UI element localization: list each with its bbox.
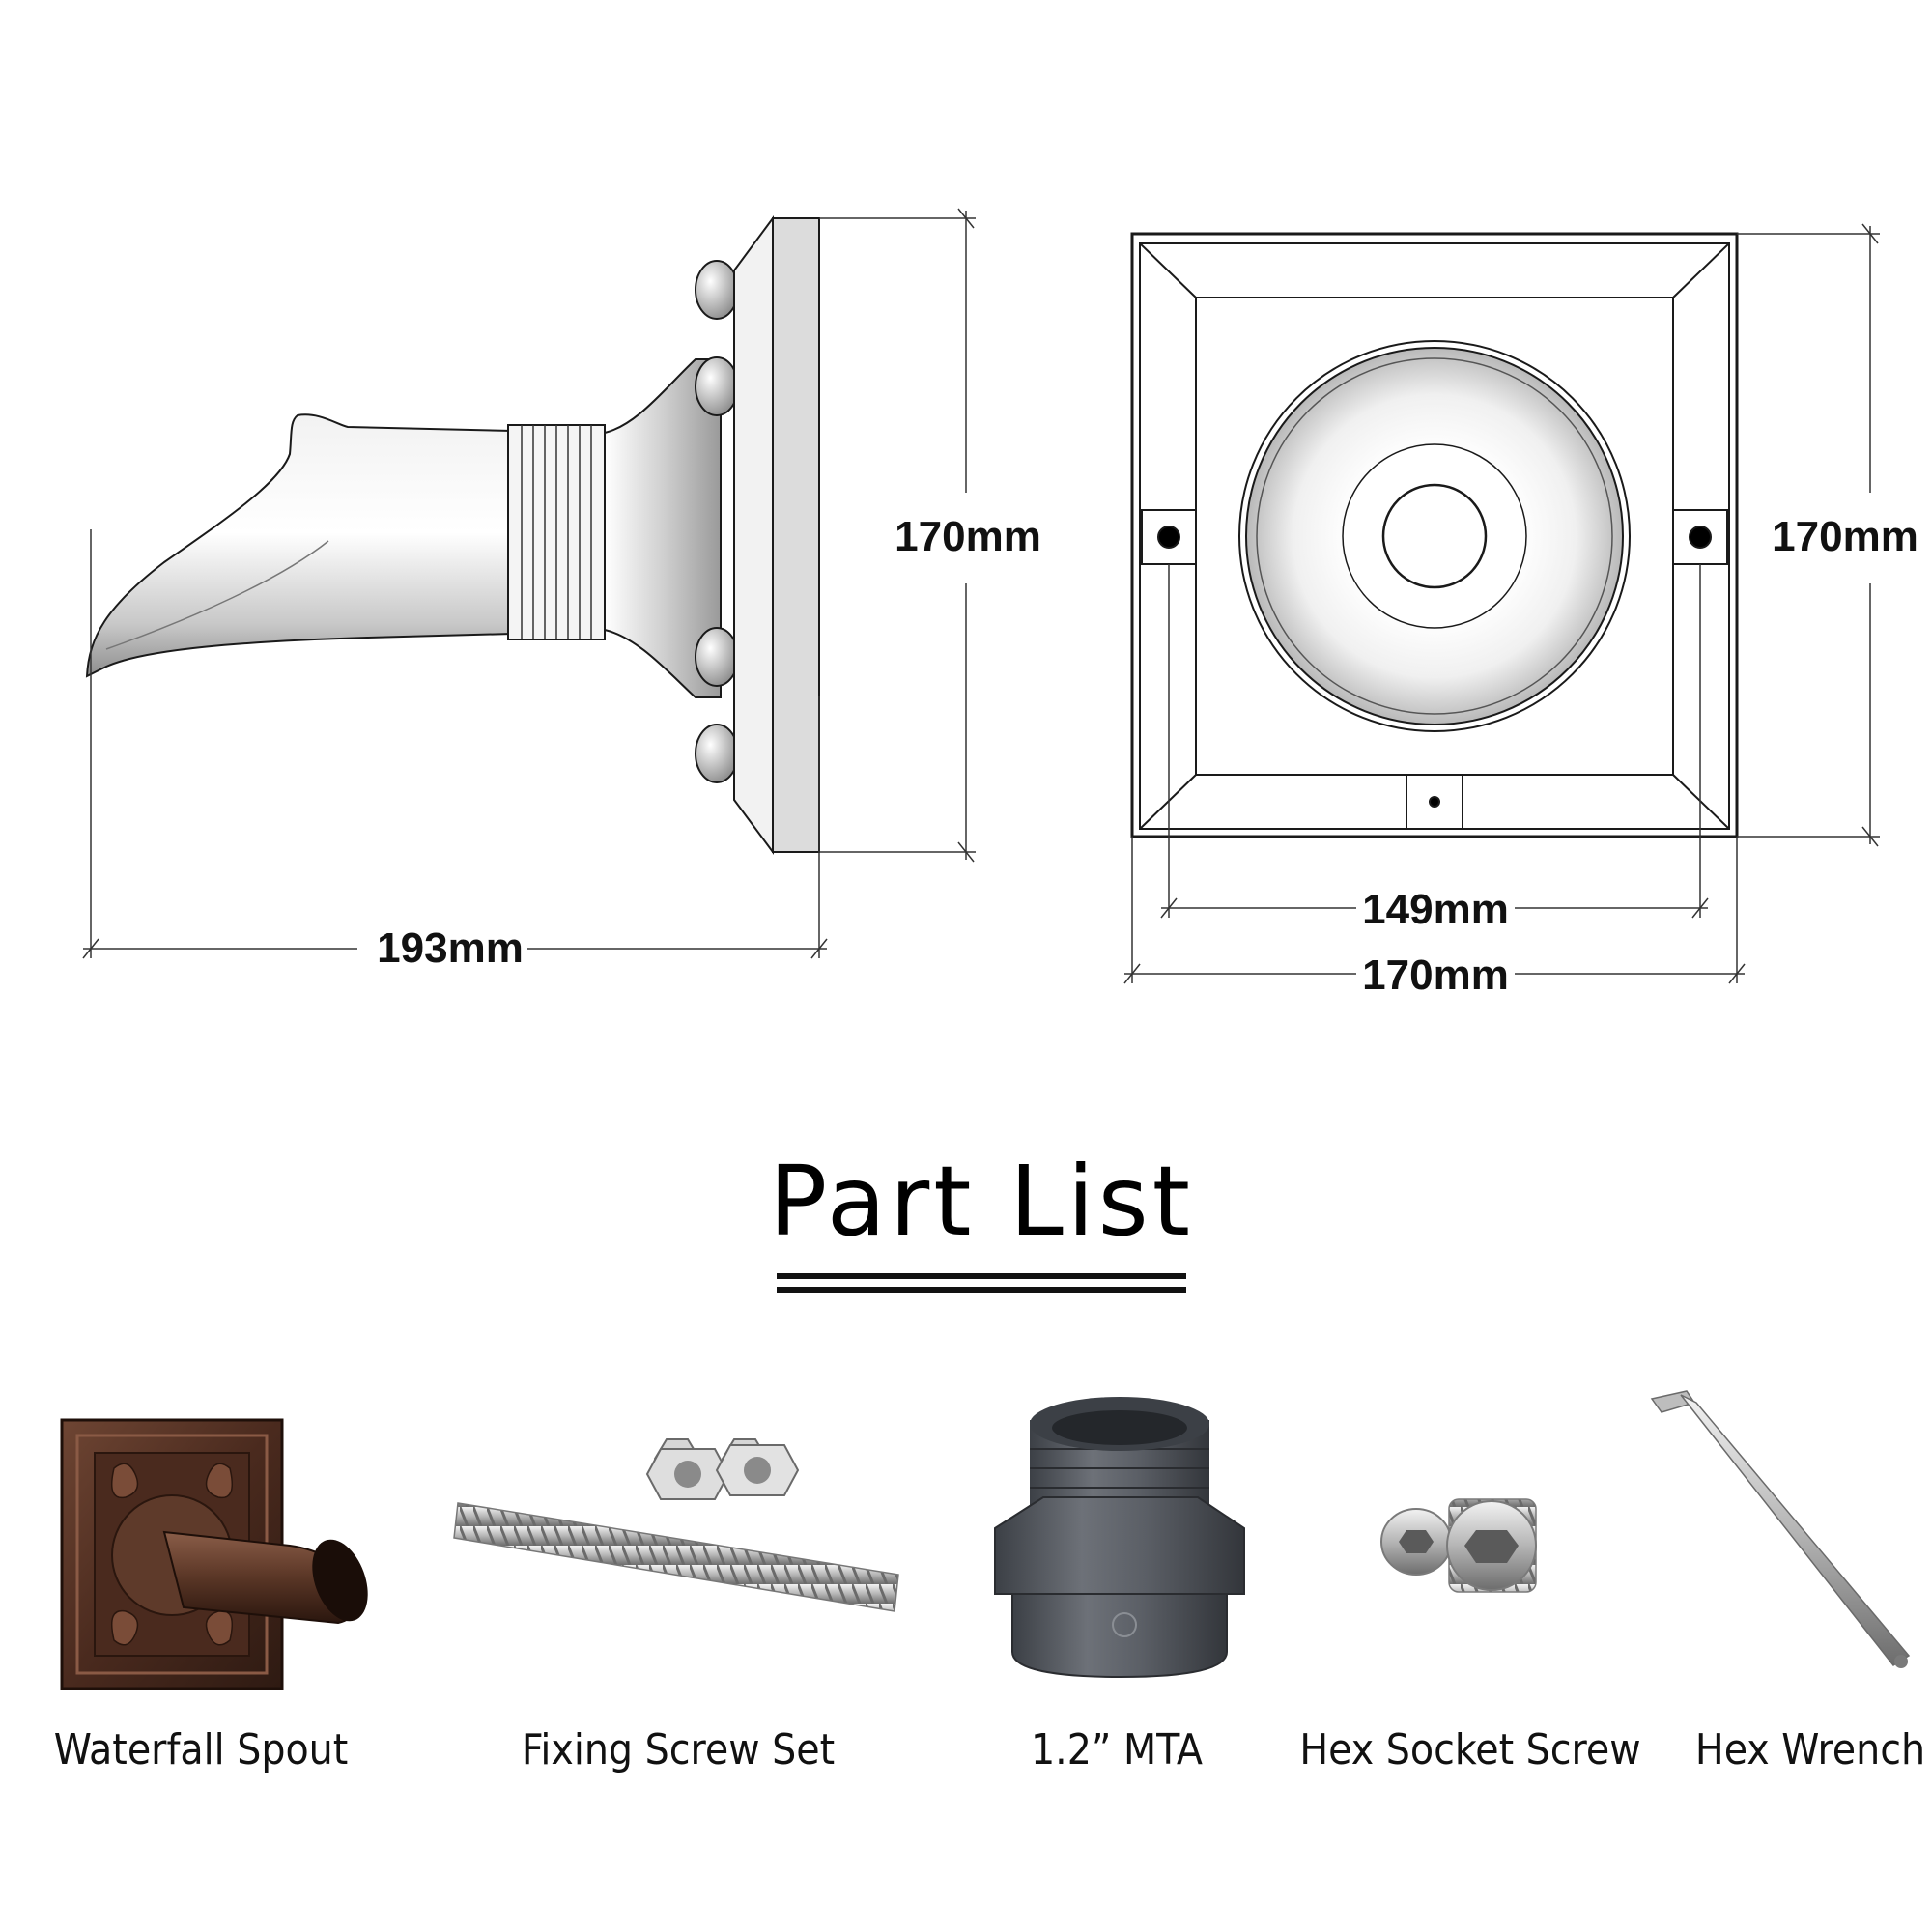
side-plate	[772, 217, 820, 853]
mount-hole-bottom	[1429, 796, 1440, 808]
collar-threads	[521, 425, 592, 639]
outlet-hole	[1381, 483, 1488, 589]
front-view-dimensions	[1123, 223, 1880, 984]
spout-body	[85, 413, 513, 678]
part-label-fixing-screw-set: Fixing Screw Set	[522, 1725, 835, 1775]
threaded-rod-nuts-icon	[453, 1438, 899, 1612]
part-label-hex-socket-screw: Hex Socket Screw	[1299, 1725, 1640, 1775]
side-view-drawing	[85, 214, 820, 856]
side-plate-bevel	[733, 214, 774, 856]
waterfall-spout-icon	[60, 1418, 368, 1690]
front-dim-width-label: 170mm	[1362, 952, 1509, 999]
side-view-dimensions	[82, 208, 976, 959]
title-underline-top	[777, 1273, 1186, 1279]
side-dim-width-label: 193mm	[377, 924, 524, 972]
title-underline-bottom	[777, 1287, 1186, 1293]
mount-hole-right	[1689, 526, 1712, 549]
allen-key-icon	[1650, 1390, 1911, 1668]
side-dim-height-label: 170mm	[895, 513, 1041, 560]
front-dim-hole-spacing-label: 149mm	[1362, 886, 1509, 933]
part-label-mta: 1.2” MTA	[1031, 1725, 1203, 1775]
mount-hole-left	[1157, 526, 1180, 549]
spout-flange	[604, 358, 722, 698]
front-dim-height-label: 170mm	[1772, 513, 1918, 560]
section-title: Part List	[769, 1145, 1194, 1258]
part-label-hex-wrench: Hex Wrench	[1695, 1725, 1925, 1775]
pvc-adapter-icon	[994, 1397, 1245, 1679]
front-view-drawing	[1130, 232, 1739, 838]
hex-socket-plug-icon	[1380, 1498, 1537, 1593]
part-label-waterfall-spout: Waterfall Spout	[54, 1725, 349, 1775]
